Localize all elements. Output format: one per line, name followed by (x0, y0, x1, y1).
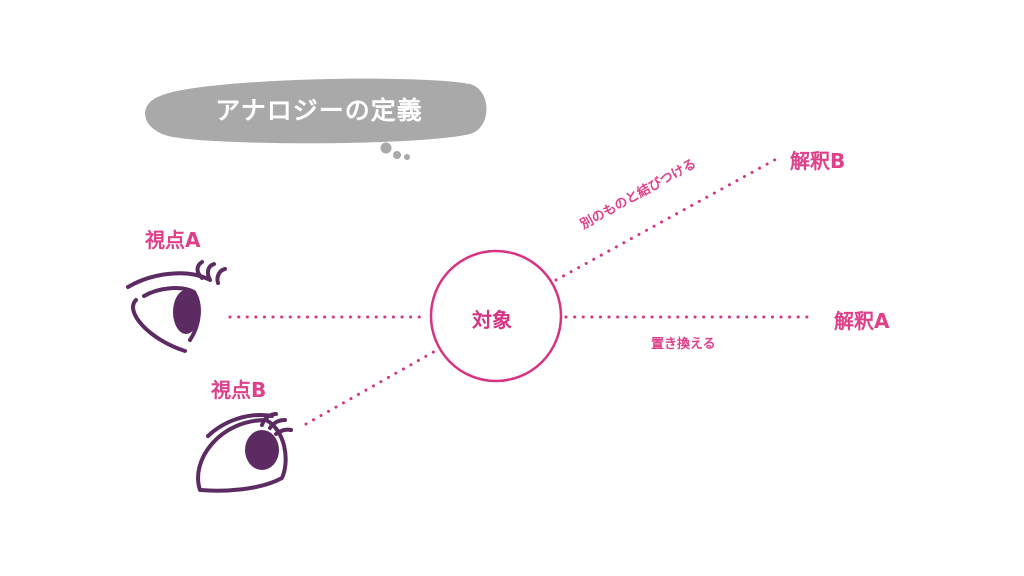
object-label: 対象 (472, 308, 512, 332)
title-bubble (145, 78, 487, 160)
line-viewpoint-b-to-object (304, 348, 439, 426)
viewpoint-b-label: 視点B (211, 378, 267, 402)
bubble-tail-dot-1 (380, 142, 392, 154)
diagram-title: アナロジーの定義 (215, 96, 423, 125)
eye-icon-a (126, 260, 227, 353)
line-object-to-interpretation-b (554, 155, 782, 282)
eye-icon-b (196, 412, 293, 493)
interpretation-a-label: 解釈A (834, 309, 890, 333)
bubble-tail-dot-3 (404, 154, 410, 160)
viewpoint-a-label: 視点A (145, 228, 201, 252)
bubble-tail-dot-2 (393, 151, 401, 159)
interpretation-b-label: 解釈B (790, 149, 846, 173)
object-circle (429, 249, 563, 383)
relation-replace-label: 置き換える (651, 337, 716, 352)
